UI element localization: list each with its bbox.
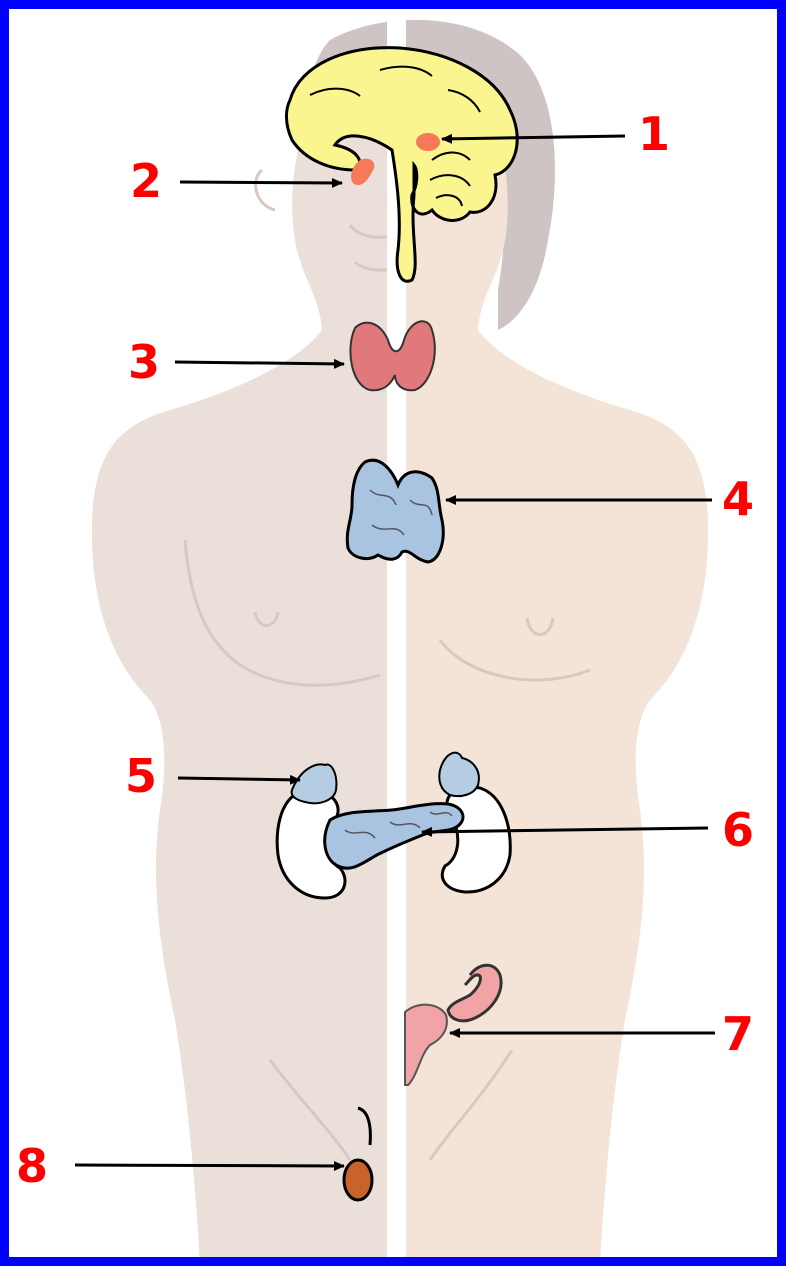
arrow-icon [75, 1165, 344, 1166]
arrow-icon [178, 778, 300, 780]
label-1: 1 [638, 107, 670, 161]
arrow-icon [180, 182, 342, 183]
label-4: 4 [722, 472, 754, 526]
testis [344, 1160, 372, 1200]
hypothalamus [416, 133, 440, 151]
label-5: 5 [125, 749, 157, 803]
label-7: 7 [722, 1007, 754, 1061]
label-2: 2 [130, 154, 162, 208]
arrow-icon [175, 362, 344, 364]
label-6: 6 [722, 803, 754, 857]
label-3: 3 [128, 335, 160, 389]
endocrine-system-diagram: 1 2 3 4 5 6 7 8 [9, 9, 777, 1257]
label-8: 8 [16, 1139, 48, 1193]
